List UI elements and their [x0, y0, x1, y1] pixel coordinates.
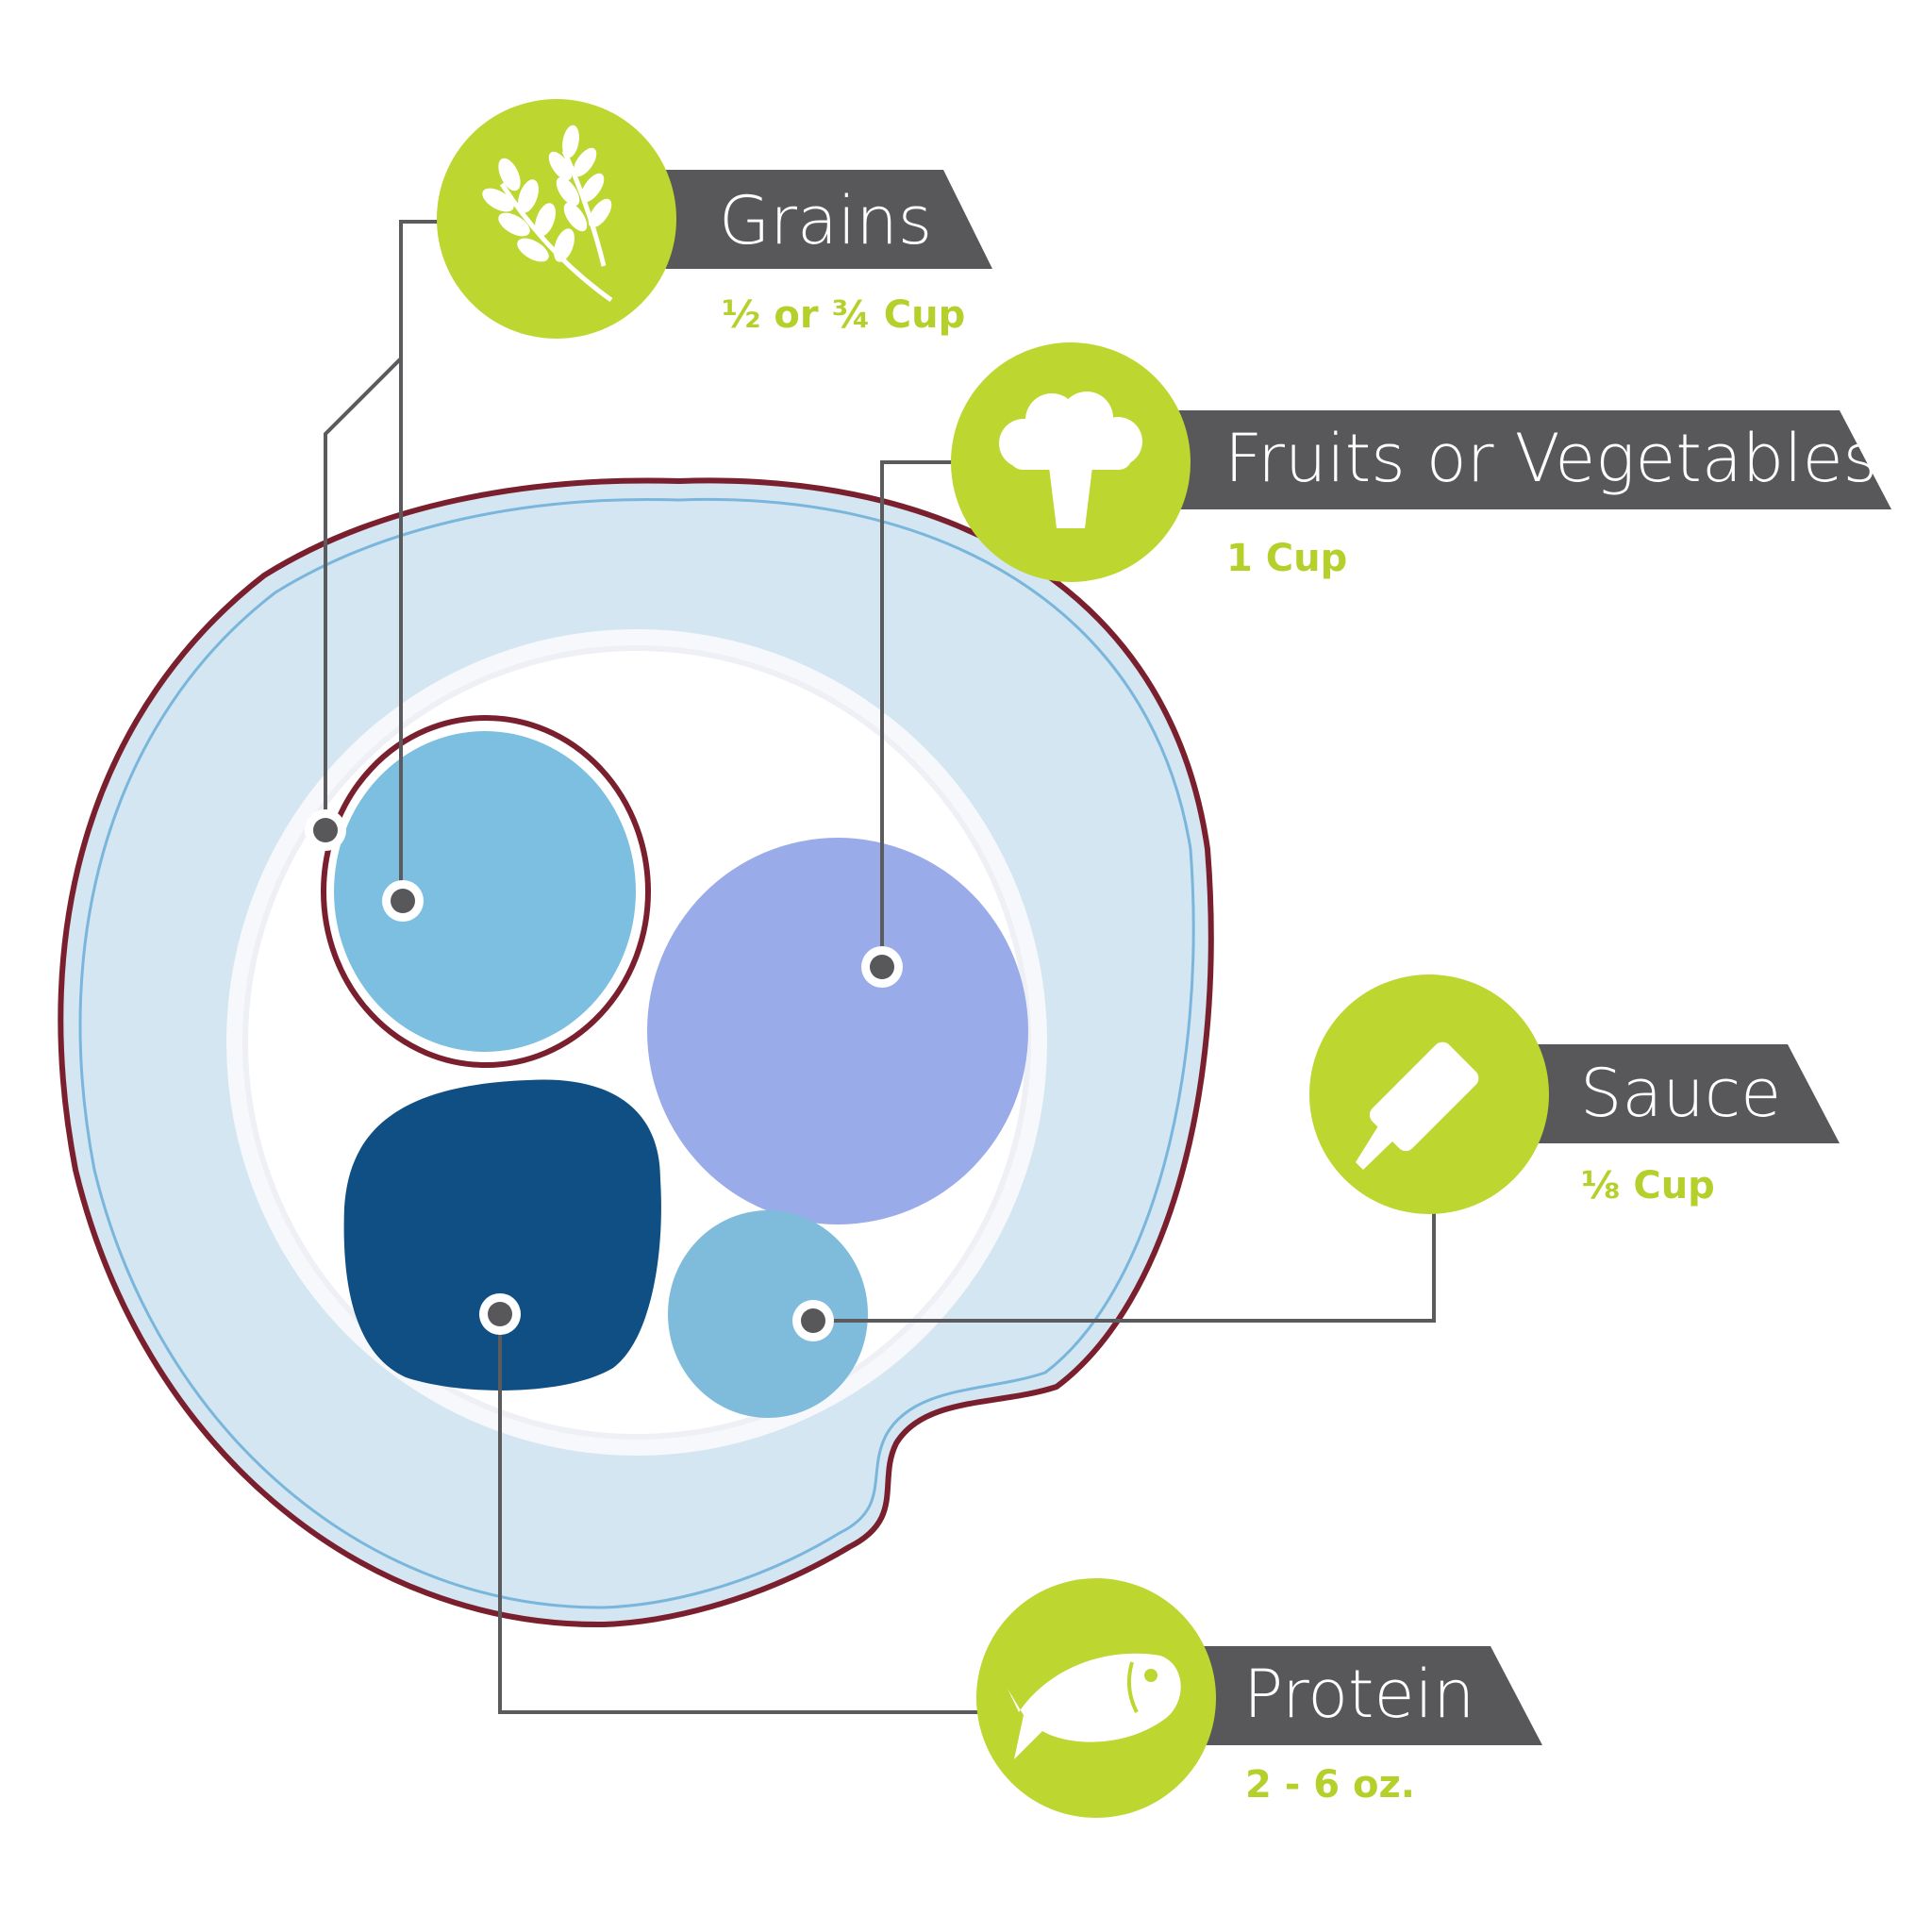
grains-section: [334, 731, 636, 1052]
protein-connector: [498, 1314, 981, 1714]
fruits-section-dot-center: [870, 955, 894, 979]
fruits-connector: [880, 460, 958, 964]
sauce-amount: ⅛ Cup: [1581, 1164, 1715, 1208]
grains-section-dot-center: [391, 889, 415, 913]
sauce-section-dot-center: [801, 1308, 825, 1333]
protein-section-dot-center: [488, 1302, 512, 1326]
grains-icon-badge: [437, 99, 676, 339]
sauce-label: Sauce: [1580, 1055, 1781, 1132]
sauce-connector: [816, 1212, 1436, 1323]
connectors: [324, 220, 1436, 1714]
grains-outline-dot-center: [313, 818, 338, 842]
broccoli-icon: [999, 391, 1142, 528]
plate-rim-blue-line: [78, 497, 1195, 1609]
fruits-callout: Fruits or Vegetables 1 Cup: [951, 342, 1891, 582]
grains-label-banner: [660, 170, 992, 269]
wheat-icon: [482, 125, 613, 303]
protein-section: [343, 1079, 661, 1391]
protein-label-banner: [1189, 1646, 1542, 1745]
connector-dots: [305, 809, 903, 1341]
sauce-label-banner: [1528, 1044, 1840, 1143]
fruits-label: Fruits or Vegetables: [1224, 420, 1877, 497]
sauce-callout: Sauce ⅛ Cup: [1309, 974, 1840, 1214]
fruits-label-banner: [1170, 410, 1891, 509]
grains-amount: ½ or ¾ Cup: [722, 293, 965, 337]
fish-icon: [1008, 1653, 1181, 1759]
grains-callout: Grains ½ or ¾ Cup: [437, 99, 992, 339]
fruits-amount: 1 Cup: [1226, 537, 1347, 580]
fruits-section: [647, 838, 1028, 1224]
plate: [58, 477, 1214, 1628]
sauce-section: [668, 1210, 868, 1418]
protein-amount: 2 - 6 oz.: [1245, 1763, 1415, 1807]
protein-callout: Protein 2 - 6 oz.: [976, 1578, 1542, 1818]
grains-label: Grains: [719, 182, 932, 259]
protein-label: Protein: [1243, 1656, 1474, 1733]
sauce-bottle-icon: [1356, 1041, 1479, 1170]
